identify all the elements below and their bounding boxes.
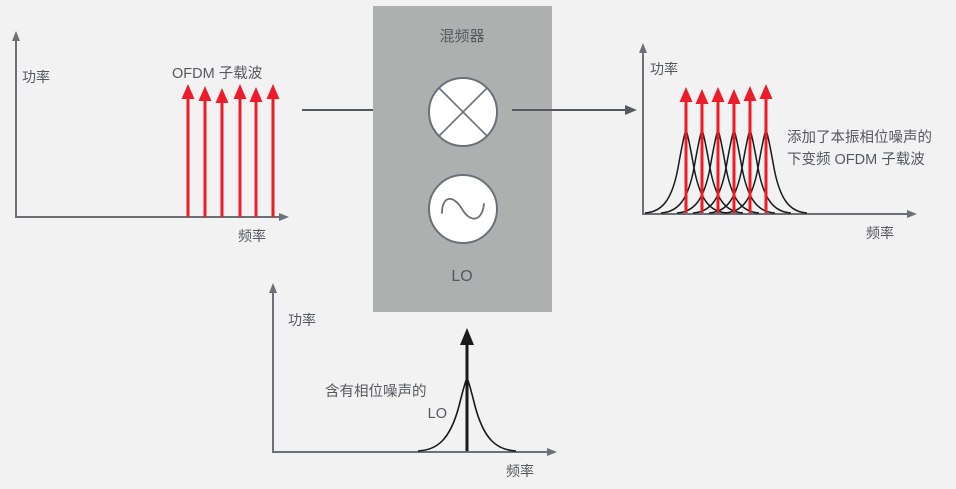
mixer-block-title: 混频器 [439,28,484,45]
subcarrier-arrow [711,87,725,213]
bottom-chart-caption-line1: 含有相位噪声的 [325,382,427,400]
right-chart-caption-line2: 下变频 OFDM 子载波 [787,151,925,168]
lo-tone-arrow [460,328,474,451]
left-subcarriers [181,84,280,217]
mixer-block: 混频器 LO [373,6,552,312]
bottom-chart-x-axis-label: 频率 [506,463,534,479]
bottom-chart-caption-line2: LO [428,406,447,422]
right-subcarriers [679,84,773,213]
bottom-chart: 功率 频率 含有相位噪声的 LO [269,283,557,479]
subcarrier-arrow [743,86,757,213]
left-chart-x-axis-label: 频率 [238,228,266,244]
sine-wave-icon [428,174,498,244]
mixer-block-background [373,6,552,312]
subcarrier-arrow [198,86,212,217]
bottom-chart-y-axis-label: 功率 [288,312,316,328]
right-chart-y-axis-label: 功率 [650,61,678,77]
subcarrier-arrow [695,89,709,213]
left-chart-y-axis-label: 功率 [22,69,50,85]
left-chart: 功率 频率 OFDM 子载波 [12,31,289,244]
subcarrier-arrow [233,84,247,217]
x-circle-icon [428,77,498,147]
right-chart: 功率 频率 添加了本振相位噪声的 下变频 OFDM 子载波 [639,43,932,241]
right-chart-x-axis-label: 频率 [866,225,894,241]
subcarrier-arrow [215,88,229,217]
left-chart-caption: OFDM 子载波 [172,65,263,82]
subcarrier-arrow [679,87,693,213]
subcarrier-arrow [181,84,195,217]
subcarrier-arrow [249,87,263,217]
subcarrier-arrow [727,89,741,213]
right-chart-caption-line1: 添加了本振相位噪声的 [787,128,932,146]
subcarrier-arrow [759,84,773,213]
subcarrier-arrow [266,84,280,217]
lo-label: LO [451,268,472,285]
